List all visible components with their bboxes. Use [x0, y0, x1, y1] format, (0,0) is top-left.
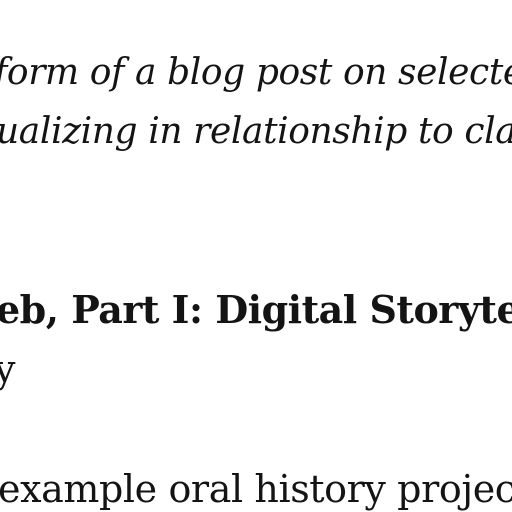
body-paragraph-line: example oral history project [0, 467, 512, 511]
section-heading: eb, Part I: Digital Storyte [0, 287, 512, 332]
paragraph-line-1: form of a blog post on selected [0, 52, 512, 93]
heading-fragment: y [0, 347, 16, 391]
paragraph-line-2: ualizing in relationship to class [0, 111, 512, 152]
